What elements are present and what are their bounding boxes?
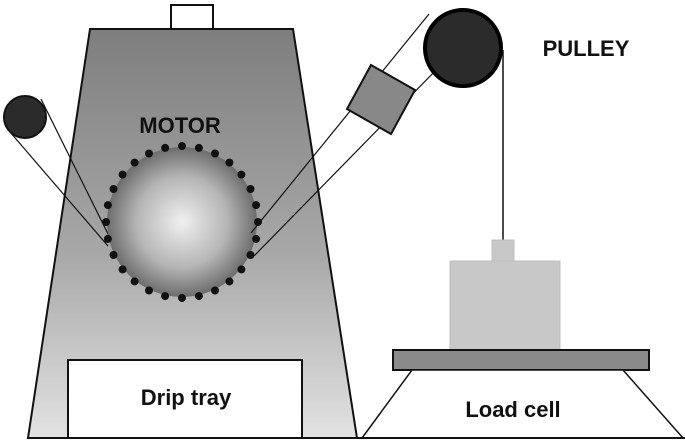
motor-bead xyxy=(161,143,170,152)
motor-bead xyxy=(211,149,219,158)
motor-bead xyxy=(246,185,255,193)
motor-bead xyxy=(252,234,261,243)
motor-bead xyxy=(145,286,153,295)
motor-bead xyxy=(178,294,186,302)
motor-bead xyxy=(225,277,234,286)
right-belt-line-upper xyxy=(250,13,430,234)
motor-bead xyxy=(225,158,234,167)
motor-bead xyxy=(211,286,219,295)
left-belt-line-upper xyxy=(40,98,114,245)
motor-bead xyxy=(130,158,139,167)
motor-label: MOTOR xyxy=(139,113,221,138)
motor-bead xyxy=(194,143,203,152)
drip-tray xyxy=(67,359,303,439)
motor-bead xyxy=(254,218,262,226)
motor-bead xyxy=(103,234,112,243)
motor-bead xyxy=(118,170,127,179)
weight-block xyxy=(449,260,561,352)
housing-top-knob xyxy=(170,4,214,30)
motor-bead xyxy=(237,265,246,274)
motor-bead xyxy=(118,265,127,274)
motor-bead xyxy=(246,251,255,259)
pulley-wheel xyxy=(423,8,503,88)
left-belt-line-lower xyxy=(9,131,109,247)
left-idler-wheel xyxy=(3,95,47,139)
motor-bead xyxy=(194,292,203,301)
motor-bead xyxy=(109,185,118,193)
motor-bead xyxy=(130,277,139,286)
motor-bead xyxy=(252,201,261,210)
motor-bead xyxy=(102,218,110,226)
motor-bead xyxy=(237,170,246,179)
motor-bead-ring xyxy=(102,142,262,302)
motor-bead xyxy=(145,149,153,158)
weight-stem xyxy=(491,239,515,263)
motor-bead xyxy=(109,251,118,259)
motor-bead xyxy=(178,142,186,150)
drip-tray-label: Drip tray xyxy=(141,385,232,410)
pulley-label: PULLEY xyxy=(543,36,630,61)
motor-bead xyxy=(103,201,112,210)
belt-sensor-block xyxy=(345,63,417,136)
load-cell-platform xyxy=(392,349,650,371)
load-cell-label: Load cell xyxy=(465,397,560,422)
motor-bead xyxy=(161,292,170,301)
motor-drum xyxy=(107,147,257,297)
